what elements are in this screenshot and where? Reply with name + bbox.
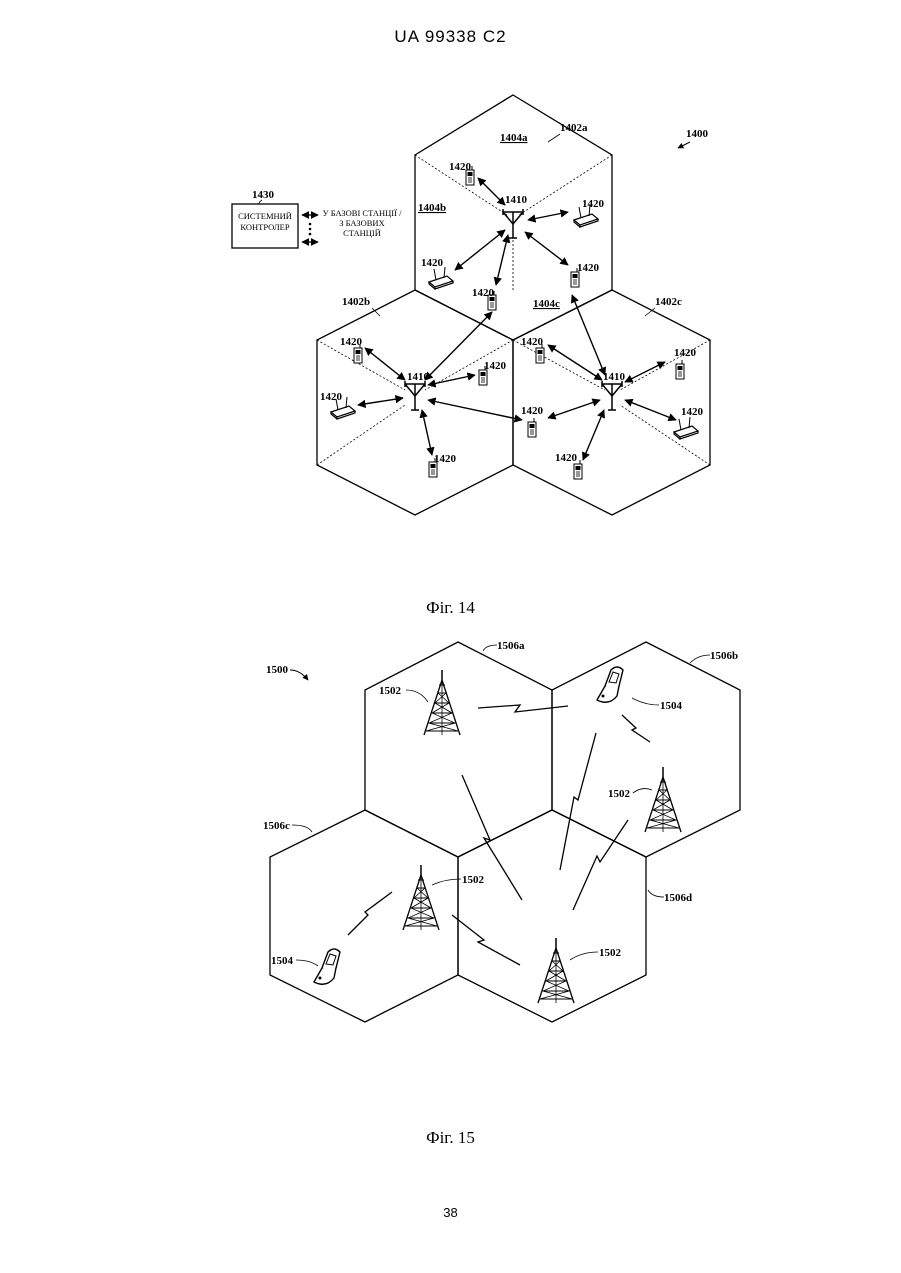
terminal-label: 1420 (674, 347, 697, 359)
system-ref-1500: 1500 (266, 664, 289, 676)
tower-label: 1502 (599, 947, 622, 959)
base-station-label: 1410 (407, 371, 430, 383)
base-station-label: 1410 (603, 371, 626, 383)
terminal-label: 1420 (555, 452, 578, 464)
cell-label-1402b: 1402b (342, 296, 370, 308)
base-station-icon (503, 209, 523, 238)
terminal-label: 1420 (681, 406, 704, 418)
cell-tower-icon (403, 865, 439, 930)
page-number: 38 (0, 1205, 901, 1220)
cell-tower-icon (538, 938, 574, 1003)
figure-14-diagram: 1400 1402a 1404a 1404b 1404c 1402b 1402c… (0, 0, 901, 600)
terminal-phone-icon (528, 418, 536, 437)
controller-ref: 1430 (252, 189, 275, 201)
terminal-label: 1420 (421, 257, 444, 269)
figure-15-diagram: 1500 1506a 1506b 1506c 1506d 1502 1502 1… (0, 620, 901, 1040)
terminal-label: 1420 (449, 161, 472, 173)
tower-label: 1502 (462, 874, 485, 886)
system-ref-1400: 1400 (686, 128, 709, 140)
terminal-label: 1420 (582, 198, 605, 210)
terminal-label: 1420 (340, 336, 363, 348)
mobile-label: 1504 (660, 700, 683, 712)
cell-outlines-fig14 (317, 95, 710, 515)
figure-15-caption: Фіг. 15 (0, 1128, 901, 1148)
cell-label-1402a: 1402a (560, 122, 588, 134)
terminal-modem-icon (674, 417, 698, 439)
base-station-label: 1410 (505, 194, 528, 206)
to-from-bs-line2: З БАЗОВИХ (339, 218, 384, 228)
to-from-bs-line1: У БАЗОВІ СТАНЦІЇ / (323, 208, 403, 218)
controller-line2: КОНТРОЛЕР (240, 222, 289, 232)
tower-label: 1502 (608, 788, 631, 800)
sector-label-1404b: 1404b (418, 202, 446, 214)
cell-outlines-fig15 (270, 642, 740, 1022)
cell-tower-icon (645, 767, 681, 832)
terminal-label: 1420 (521, 405, 544, 417)
terminal-modem-icon (429, 267, 453, 289)
cell-tower-icon (424, 670, 460, 735)
labels-fig15: 1500 1506a 1506b 1506c 1506d 1502 1502 1… (263, 640, 738, 967)
base-station-icon (602, 381, 622, 410)
cell-label-1506d: 1506d (664, 892, 692, 904)
terminal-label: 1420 (521, 336, 544, 348)
mobile-device-icon (597, 667, 623, 702)
terminal-label: 1420 (320, 391, 343, 403)
cell-label-1506a: 1506a (497, 640, 525, 652)
base-station-icon (405, 381, 425, 410)
mobile-label: 1504 (271, 955, 294, 967)
sector-label-1404a: 1404a (500, 132, 528, 144)
system-controller: 1430 СИСТЕМНИЙ КОНТРОЛЕР У БАЗОВІ СТАНЦІ… (232, 189, 402, 248)
cell-label-1506c: 1506c (263, 820, 290, 832)
wireless-links-fig15 (348, 705, 650, 965)
terminal-label: 1420 (484, 360, 507, 372)
sector-label-1404c: 1404c (533, 298, 560, 310)
terminal-label: 1420 (434, 453, 457, 465)
terminal-phone-icon (676, 360, 684, 379)
tower-label: 1502 (379, 685, 402, 697)
cell-label-1402c: 1402c (655, 296, 682, 308)
cell-label-1506b: 1506b (710, 650, 738, 662)
controller-line1: СИСТЕМНИЙ (238, 211, 292, 221)
labels-fig14: 1400 1402a 1404a 1404b 1404c 1402b 1402c… (320, 122, 709, 465)
to-from-bs-line3: СТАНЦІЙ (343, 228, 381, 238)
terminal-label: 1420 (577, 262, 600, 274)
mobile-device-icon (314, 949, 340, 984)
terminal-label: 1420 (472, 287, 495, 299)
figure-14-caption: Фіг. 14 (0, 598, 901, 618)
